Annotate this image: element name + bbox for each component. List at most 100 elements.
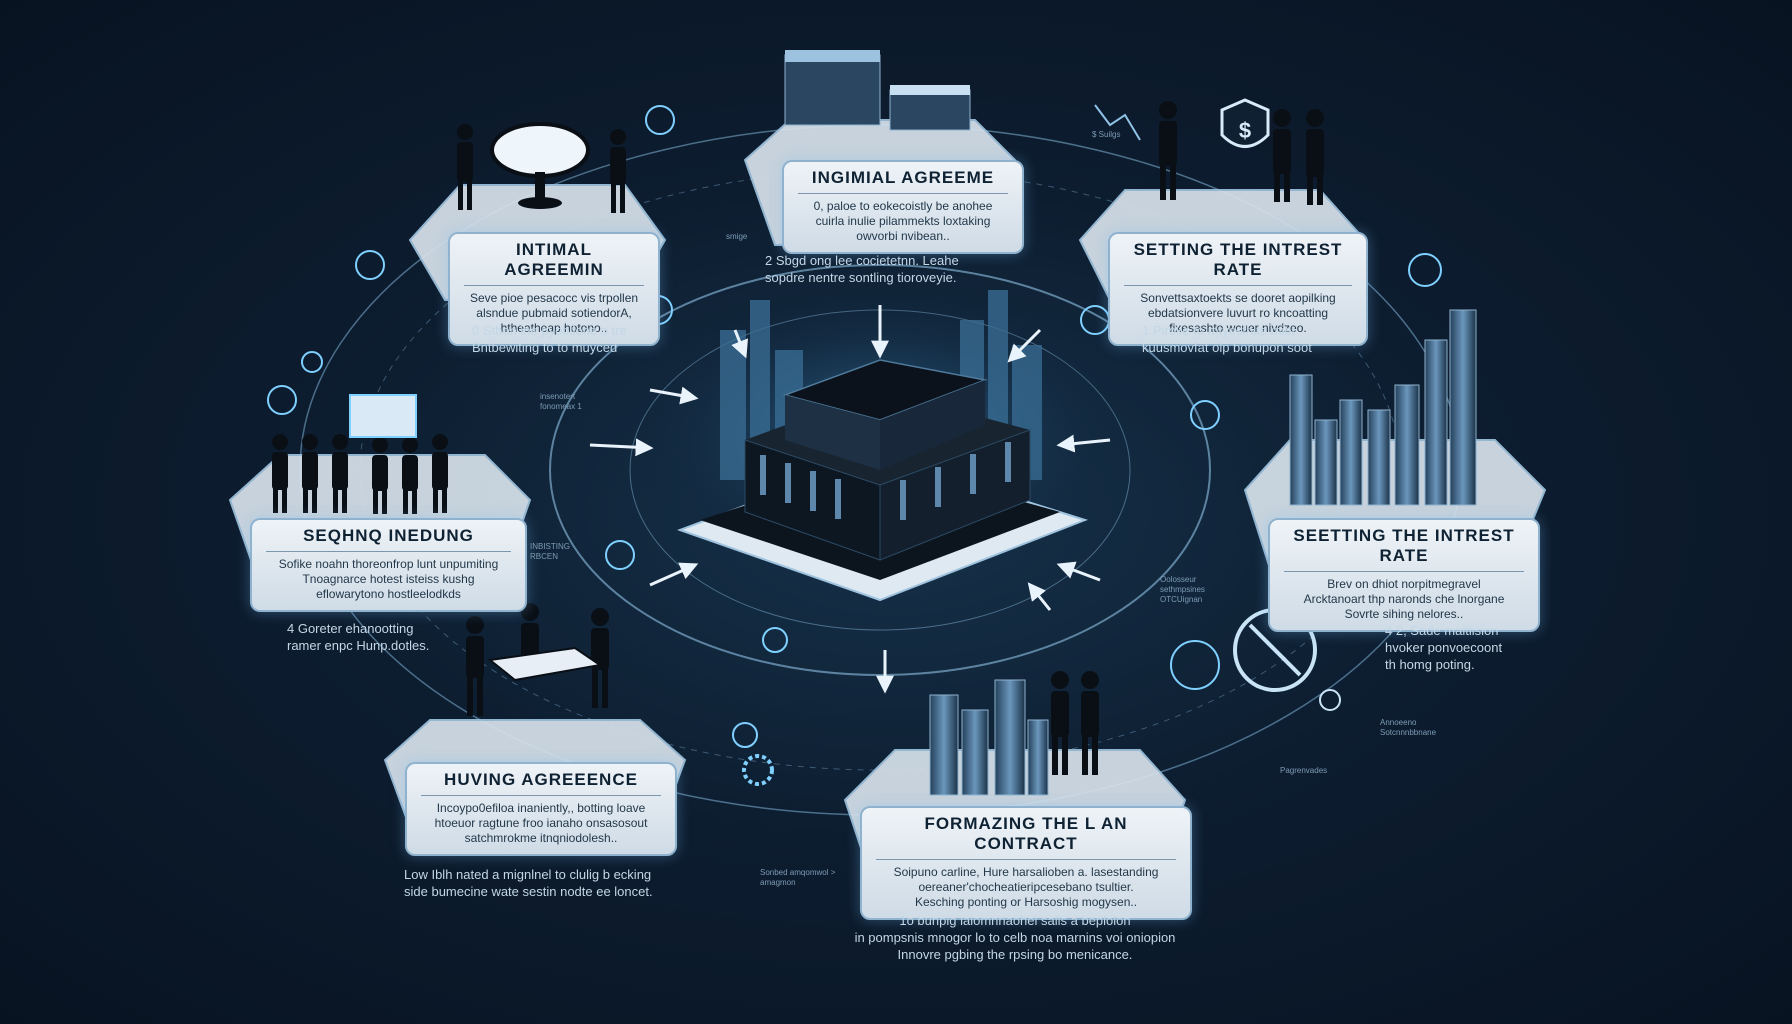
tiny-label: INBISTING RBCEN xyxy=(530,542,571,561)
stage-text-line: Soipuno carline, Hure harsalioben a. las… xyxy=(893,865,1159,879)
note-line: sopdre nentre sontling tioroveyie. xyxy=(765,270,957,285)
note-line: side bumecine wate sestin nodte ee lonce… xyxy=(404,884,653,899)
chat-bubble-icon xyxy=(1190,400,1220,430)
stage-text-line: Sovrte sihing nelores.. xyxy=(1344,607,1464,621)
stage-card-top-left: INTIMAL AGREEMIN Seve pioe pesacocc vis … xyxy=(448,232,660,346)
line-graph-icon xyxy=(1094,104,1141,141)
person-icon xyxy=(1081,671,1099,775)
chat-bubble-icon xyxy=(267,385,297,415)
person-icon xyxy=(1273,109,1291,202)
money-stack-icon xyxy=(784,50,971,131)
note-line: 4 Goreter ehanootting xyxy=(287,621,414,636)
stage-text-line: oereaner'chocheatieripcesebano tsultier. xyxy=(918,880,1134,894)
note-4-left: 4 Goreter ehanootting ramer enpc Hunp.do… xyxy=(287,620,429,654)
stage-card-bottom-center: FORMAZING THE L AN CONTRACT Soipuno carl… xyxy=(860,806,1192,920)
person-icon xyxy=(432,434,448,513)
note-bottom: 1o bunpig ialomnriaohel salls a beplolon… xyxy=(845,912,1185,963)
person-icon xyxy=(1306,109,1324,205)
round-table-icon xyxy=(490,122,590,209)
person-icon xyxy=(1159,101,1177,200)
person-icon xyxy=(402,437,418,514)
stage-text-line: Kesching ponting or Harsoshig mogysen.. xyxy=(914,895,1138,909)
note-line: ramer enpc Hunp.dotles. xyxy=(287,638,430,653)
stage-card-bottom-left: HUVING AGREEENCE Incoypo0efiloa inanient… xyxy=(405,762,677,856)
stage-text-line: cuirla inulie pilammekts loxtaking xyxy=(815,214,991,228)
node-icon xyxy=(1319,689,1341,711)
stage-card-top-right: SETTING THE INTREST RATE Sonvettsaxtoekt… xyxy=(1108,232,1368,346)
person-icon xyxy=(272,434,288,513)
note-line: Low Iblh nated a mignlnel to clulig b ec… xyxy=(404,867,652,882)
person-icon xyxy=(332,434,348,513)
stage-text-line: Incoypo0efiloa inaniently,, botting loav… xyxy=(436,801,646,815)
stage-text-line: Seve pioe pesacocc vis trpollen xyxy=(469,291,639,305)
tiny-label: $ Suilgs xyxy=(1092,130,1121,139)
stage-text-line: fixesashto wcuer nivdzeo. xyxy=(1169,321,1307,335)
note-line: Innovre pgbing the rpsing bo menicance. xyxy=(897,947,1133,962)
stage-title: SETTING THE INTREST RATE xyxy=(1124,240,1352,286)
tiny-label: Sonbed amqomwol > amagmon xyxy=(760,868,836,887)
note-line: 4 2, Sade maitlision xyxy=(1385,623,1499,638)
tiny-label: Annoeeno Sotcnnnbbnane xyxy=(1380,718,1437,737)
chart-circle-icon xyxy=(1170,640,1220,690)
stage-text-line: Arcktanoart thp naronds che lnorgane xyxy=(1303,592,1505,606)
chat-bubble-icon xyxy=(355,250,385,280)
person-icon xyxy=(610,129,626,213)
bank-building-icon xyxy=(677,359,1089,602)
flow-arrows xyxy=(589,305,1111,694)
note-4-right: 4 2, Sade maitlision hvoker ponvoecoont … xyxy=(1385,622,1502,673)
note-line: 2 Sbgd ong lee cocietetnn. Leahe xyxy=(765,253,959,268)
stage-card-mid-right: SEETTING THE INTREST RATE Brev on dhiot … xyxy=(1268,518,1540,632)
note-low: Low Iblh nated a mignlnel to clulig b ec… xyxy=(404,866,653,900)
note-line: th homg poting. xyxy=(1385,657,1475,672)
note-2: 2 Sbgd ong lee cocietetnn. Leahe sopdre … xyxy=(765,252,959,286)
stage-title: SEQHNQ INEDUNG xyxy=(266,526,511,552)
shield-dollar-icon: $ xyxy=(1220,98,1270,148)
svg-text:$: $ xyxy=(1239,118,1251,143)
gear-icon xyxy=(742,754,774,786)
note-line: 0 Stbon ine pyoblione o tre xyxy=(472,323,627,338)
person-icon xyxy=(372,437,388,514)
stage-text-line: alsndue pubmaid sotiendorA, xyxy=(476,306,632,320)
tiny-label: Oolosseur sethmpsines OTCUignan xyxy=(1160,575,1205,604)
person-icon xyxy=(302,434,318,513)
note-line: in pompsnis mnogor lo to celb noa marnin… xyxy=(854,930,1176,945)
person-icon xyxy=(1051,671,1069,775)
contract-buildings-icon xyxy=(929,679,1049,796)
stage-text-line: Sonvettsaxtoekts se dooret aopilking xyxy=(1140,291,1336,305)
note-line: 1o bunpig ialomnriaohel salls a beplolon xyxy=(899,913,1131,928)
note-line: Bntbewiting to to muyced xyxy=(472,340,618,355)
chat-bubble-icon xyxy=(762,627,788,653)
note-line: hvoker ponvoecoont xyxy=(1385,640,1503,655)
note-line: 1 Piroke to mtyesthite miet xyxy=(1142,323,1296,338)
stage-title: INGIMIAL AGREEME xyxy=(798,168,1008,194)
chat-bubble-icon xyxy=(645,105,675,135)
stage-text-line: eflowarytono hostleelodkds xyxy=(316,587,461,601)
stage-card-top-center: INGIMIAL AGREEME 0, paloe to eokecoistly… xyxy=(782,160,1024,254)
tiny-label: Pagrenvades xyxy=(1280,766,1328,775)
stage-text-line: ebdatsionvere luvurt ro kncoatting xyxy=(1147,306,1329,320)
stage-title: HUVING AGREEENCE xyxy=(421,770,661,796)
note-line: kuusmovfat olp bonupon soot xyxy=(1142,340,1312,355)
person-icon xyxy=(591,608,609,708)
stage-text-line: Sofike noahn thoreonfrop lunt unpumiting xyxy=(278,557,499,571)
magnifier-slash xyxy=(1248,623,1302,677)
stage-text-line: Tnoagnarce hotest isteiss kushg xyxy=(302,572,475,586)
stage-text-line: htheatheap hotono.. xyxy=(500,321,608,335)
building-bars-icon xyxy=(1289,309,1477,506)
stage-text-line: Brev on dhiot norpitmegravel xyxy=(1327,577,1481,591)
chat-bubble-icon xyxy=(301,351,323,373)
stage-text-line: htoeuor ragtune froo ianaho onsasosout xyxy=(434,816,648,830)
stage-text-line: 0, paloe to eokecoistly be anohee xyxy=(813,199,993,213)
stage-text-line: owvorbi nvibean.. xyxy=(856,229,950,243)
chat-bubble-icon xyxy=(732,722,758,748)
person-icon xyxy=(457,124,473,210)
tiny-label: smige xyxy=(726,232,748,241)
stage-card-mid-left: SEQHNQ INEDUNG Sofike noahn thoreonfrop … xyxy=(250,518,527,612)
chat-bubble-icon xyxy=(1408,253,1442,287)
desk-icon xyxy=(487,646,603,682)
stage-title: SEETTING THE INTREST RATE xyxy=(1284,526,1524,572)
stage-text-line: satchmrokme itnqniodolesh.. xyxy=(464,831,618,845)
chat-bubble-icon xyxy=(605,540,635,570)
stage-title: INTIMAL AGREEMIN xyxy=(464,240,644,286)
stage-title: FORMAZING THE L AN CONTRACT xyxy=(876,814,1176,860)
